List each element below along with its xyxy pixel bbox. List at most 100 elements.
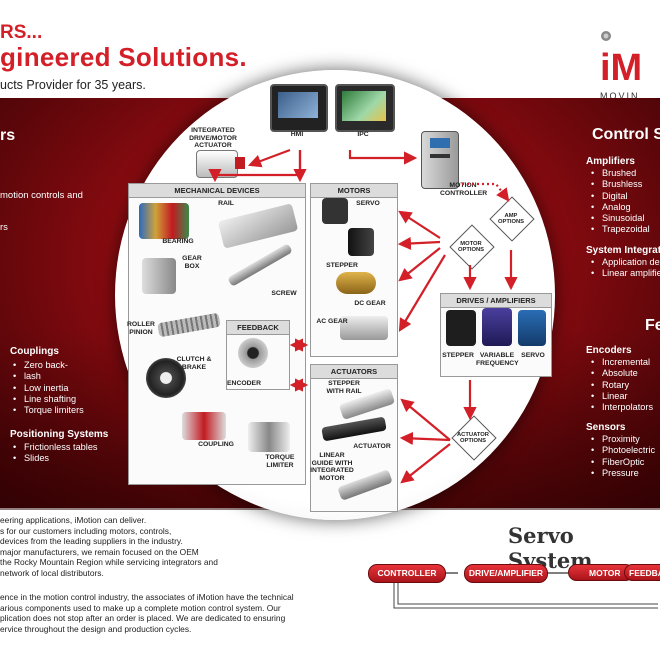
couplings-list: Zero back- lash Low inertia Line shaftin…	[10, 360, 110, 417]
list-item: lash	[10, 371, 110, 383]
drive-servo-label: SERVO	[521, 352, 545, 359]
integration-heading: System Integrat	[586, 245, 660, 256]
servo-label: SERVO	[356, 200, 380, 207]
dc-gear-label: DC GEAR	[354, 300, 386, 307]
hmi-label: HMI	[290, 131, 304, 138]
actuator-options-label: ACTUATOR OPTIONS	[457, 432, 489, 445]
control-systems-heading: Control S	[592, 126, 660, 143]
drive-amplifier-pill: DRIVE/AMPLIFIER	[464, 564, 548, 583]
list-item: Application des	[588, 257, 660, 269]
stepper-rail-label: STEPPER WITH RAIL	[326, 380, 362, 395]
list-item: Rotary	[588, 380, 660, 392]
sensors-heading: Sensors	[586, 422, 626, 433]
experience-paragraph: ence in the motion control industry, the…	[0, 592, 294, 634]
motion-controller-device	[421, 131, 459, 189]
intro-paragraph: eering applications, iMotion can deliver…	[0, 515, 218, 578]
clutch-brake-label: CLUTCH & BRAKE	[176, 356, 212, 371]
left-line-1: motion controls and	[0, 190, 83, 201]
list-item: Analog	[588, 202, 660, 214]
motor-pill: MOTOR	[568, 564, 634, 581]
integrated-actuator-label: INTEGRATED DRIVE/MOTOR ACTUATOR	[189, 127, 237, 149]
header-tagline: RS...	[0, 22, 43, 43]
amp-options-label: AMP OPTIONS	[497, 213, 525, 226]
variable-frequency-label: VARIABLE FREQUENCY	[476, 352, 519, 367]
feedback-heading: Fe	[645, 317, 660, 334]
sensors-list: Proximity Photoelectric FiberOptic Press…	[588, 434, 660, 479]
torque-limiter-image	[248, 422, 290, 452]
ipc-label: IPC	[357, 131, 369, 138]
panel-title: FEEDBACK	[227, 321, 289, 335]
rail-label: RAIL	[218, 200, 234, 207]
actuator-label: ACTUATOR	[353, 443, 391, 450]
list-item: Low inertia	[10, 383, 110, 395]
page-title: gineered Solutions.	[0, 42, 247, 72]
encoder-image	[238, 338, 268, 368]
list-item: Line shafting	[10, 394, 110, 406]
list-item: Photoelectric	[588, 445, 660, 457]
list-item: Brushless	[588, 179, 660, 191]
stepper-label: STEPPER	[326, 262, 358, 269]
logo-tagline: MOVIN	[600, 91, 640, 101]
list-item: Proximity	[588, 434, 660, 446]
variable-frequency-drive-image	[482, 308, 512, 346]
servo-drive-image	[518, 310, 546, 346]
coupling-image	[182, 412, 226, 440]
imotion-logo: iM MOVIN	[598, 22, 660, 102]
list-item: Digital	[588, 191, 660, 203]
arrow	[398, 210, 441, 239]
controller-pill: CONTROLLER	[368, 564, 446, 583]
panel-title: ACTUATORS	[311, 365, 397, 379]
list-item: Trapezoidal	[588, 224, 660, 236]
servo-system-title: Servo System	[508, 523, 593, 573]
couplings-heading: Couplings	[10, 346, 59, 357]
servo-loop-lines	[393, 572, 658, 609]
roller-pinion-label: ROLLER PINION	[127, 321, 155, 336]
list-item: Slides	[10, 453, 120, 465]
amplifiers-list: Brushed Brushless Digital Analog Sinusoi…	[588, 168, 660, 236]
gearbox-label: GEAR BOX	[182, 255, 202, 270]
arrow	[208, 150, 302, 183]
list-item: Interpolators	[588, 402, 660, 414]
drive-stepper-label: STEPPER	[442, 352, 474, 359]
panel-title: MOTORS	[311, 184, 397, 198]
ac-gear-label: AC GEAR	[316, 318, 348, 325]
arrow	[398, 247, 441, 282]
list-item: Zero back-	[10, 360, 110, 372]
dc-gear-motor-image	[336, 272, 376, 294]
gearbox-image	[142, 258, 176, 294]
arrow	[400, 398, 451, 441]
torque-limiter-label: TORQUE LIMITER	[265, 454, 295, 469]
encoders-list: Incremental Absolute Rotary Linear Inter…	[588, 357, 660, 414]
arrow	[400, 443, 451, 484]
feedback-pill: FEEDBA	[624, 564, 660, 581]
screw-label: SCREW	[271, 290, 297, 297]
list-item: Torque limiters	[10, 405, 110, 417]
logo-mark: iM	[600, 47, 642, 89]
arrow	[399, 431, 451, 446]
amplifiers-heading: Amplifiers	[586, 156, 635, 167]
positioning-list: Frictionless tables Slides	[10, 442, 120, 465]
list-item: Sinusoidal	[588, 213, 660, 225]
ipc-device	[335, 84, 395, 132]
arrow	[247, 148, 291, 168]
left-line-2: rs	[0, 222, 8, 233]
encoders-heading: Encoders	[586, 345, 632, 356]
list-item: Incremental	[588, 357, 660, 369]
servo-motor-image	[322, 198, 348, 224]
positioning-heading: Positioning Systems	[10, 429, 109, 440]
hmi-device	[270, 84, 328, 132]
integration-list: Application des Linear amplifie	[588, 257, 660, 280]
list-item: Frictionless tables	[10, 442, 120, 454]
list-item: Linear	[588, 391, 660, 403]
stepper-motor-image	[348, 228, 374, 256]
panel-title: DRIVES / AMPLIFIERS	[441, 294, 551, 308]
list-item: Pressure	[588, 468, 660, 480]
arrow	[398, 254, 446, 332]
list-item: Absolute	[588, 368, 660, 380]
panel-title: MECHANICAL DEVICES	[129, 184, 305, 198]
bearing-label: BEARING	[162, 238, 194, 245]
ac-gear-motor-image	[340, 316, 388, 340]
clutch-brake-image	[146, 358, 186, 398]
left-heading: rs	[0, 127, 16, 144]
